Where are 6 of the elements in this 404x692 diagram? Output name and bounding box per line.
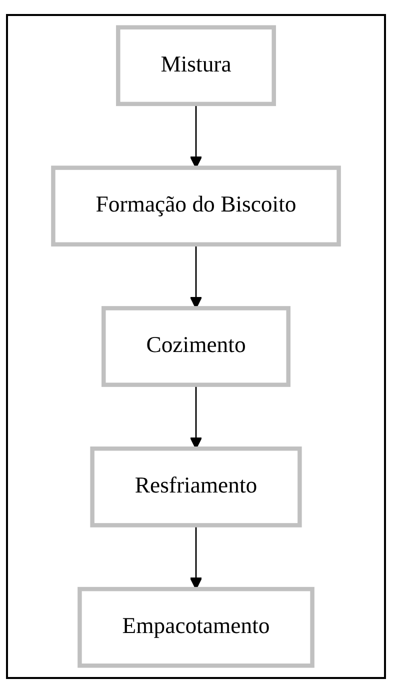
diagram-frame: Mistura Formação do Biscoito Cozimento Resfriamento Empacotamento (6, 14, 386, 679)
node-box (78, 586, 314, 668)
node-box (51, 166, 341, 246)
node-box (116, 25, 276, 106)
node-box (102, 306, 290, 387)
node-box (90, 446, 302, 528)
